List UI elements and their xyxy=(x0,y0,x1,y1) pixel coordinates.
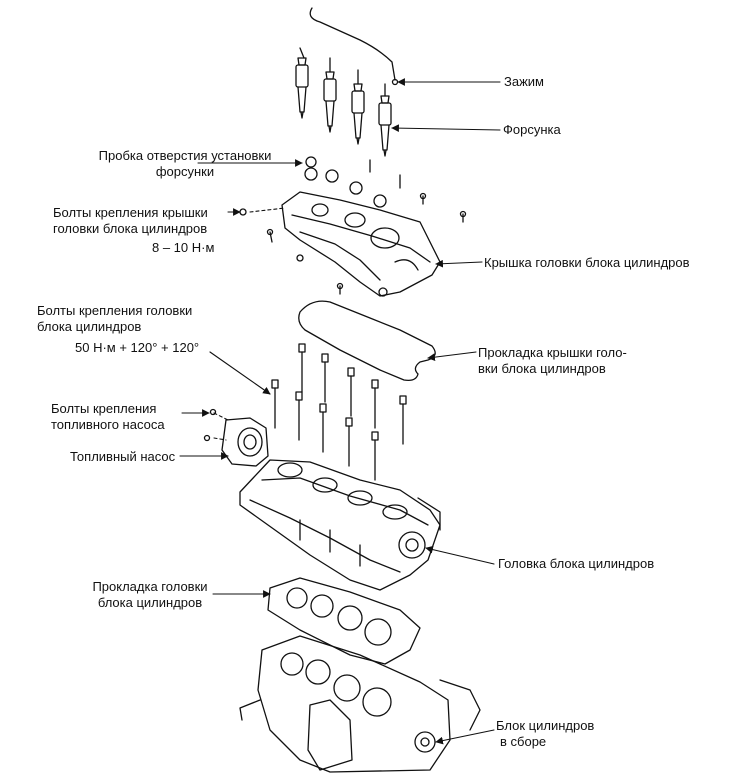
label-cover-gasket: Прокладка крышки голо- вки блока цилиндр… xyxy=(478,345,627,377)
label-cover-bolts-torque: 8 – 10 Н·м xyxy=(152,240,215,255)
label-injector-plug-line1: Пробка отверстия установки xyxy=(98,148,272,163)
label-cylinder-head: Головка блока цилиндров xyxy=(498,556,655,571)
injector-3 xyxy=(351,69,365,145)
label-cover-bolts: Болты крепления крышки головки блока цил… xyxy=(53,205,208,237)
label-injector-plug: Пробка отверстия установки форсунки xyxy=(72,148,298,180)
label-cover-gasket-line2: вки блока цилиндров xyxy=(478,361,606,376)
label-block: Блок цилиндров в сборе xyxy=(496,718,594,750)
label-block-line1: Блок цилиндров xyxy=(496,718,595,733)
head-gasket xyxy=(267,577,421,665)
label-head-bolts-line2: блока цилиндров xyxy=(37,319,142,334)
cylinder-head xyxy=(239,459,441,591)
injectors xyxy=(295,47,392,157)
label-injector-plug-line2: форсунки xyxy=(155,164,215,179)
injector-2 xyxy=(323,57,337,133)
label-fuel-pump: Топливный насос xyxy=(70,449,176,464)
label-pump-bolts-line2: топливного насоса xyxy=(51,417,165,432)
head-bolts xyxy=(271,343,407,481)
label-head-bolts-torque: 50 Н·м + 120° + 120° xyxy=(75,340,200,355)
label-block-line2: в сборе xyxy=(500,734,547,749)
label-head-bolts: Болты крепления головки блока цилиндров xyxy=(37,303,192,335)
label-cover-bolts-line1: Болты крепления крышки xyxy=(53,205,208,220)
label-head-gasket: Прокладка головки блока цилиндров xyxy=(90,579,210,611)
label-head-gasket-line1: Прокладка головки xyxy=(92,579,208,594)
injector-plugs xyxy=(304,156,401,208)
label-cover-bolts-line2: головки блока цилиндров xyxy=(53,221,208,236)
leader-lines xyxy=(179,78,501,745)
return-line xyxy=(309,7,396,81)
injector-4 xyxy=(378,83,392,157)
label-clamp: Зажим xyxy=(504,74,544,89)
injector-1 xyxy=(295,47,309,119)
cover-gasket xyxy=(298,300,436,382)
label-pump-bolts: Болты крепления топливного насоса xyxy=(51,401,165,433)
label-head-cover: Крышка головки блока цилиндров xyxy=(484,255,690,270)
label-pump-bolts-line1: Болты крепления xyxy=(51,401,157,416)
cylinder-block xyxy=(239,635,481,773)
label-head-bolts-line1: Болты крепления головки xyxy=(37,303,193,318)
label-injector: Форсунка xyxy=(503,122,561,137)
label-head-gasket-line2: блока цилиндров xyxy=(97,595,203,610)
fuel-pump xyxy=(203,408,269,467)
cylinder-head-cover xyxy=(239,191,467,297)
label-cover-gasket-line1: Прокладка крышки голо- xyxy=(478,345,627,360)
